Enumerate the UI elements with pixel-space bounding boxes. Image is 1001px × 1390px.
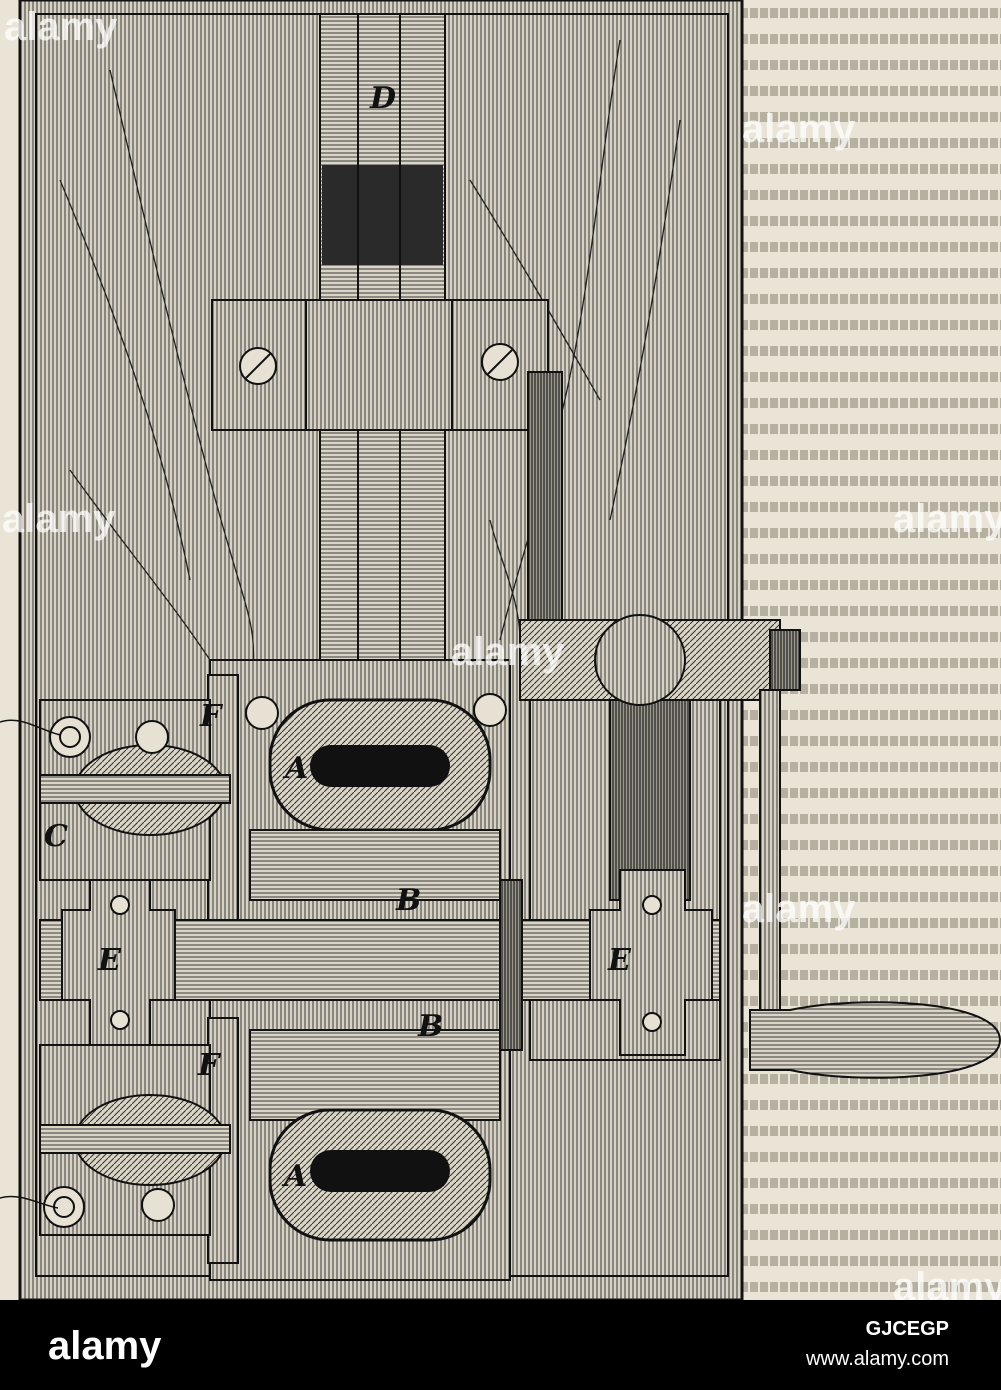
label-a-top: A bbox=[282, 751, 308, 786]
crank-pulley bbox=[594, 614, 686, 706]
watermark-text: alamy bbox=[893, 1265, 1001, 1300]
label-f-top: F bbox=[199, 699, 224, 734]
watermark-text: alamy bbox=[4, 5, 118, 49]
label-f-bottom: F bbox=[197, 1048, 222, 1083]
label-d: D bbox=[369, 81, 396, 116]
right-bracket bbox=[527, 371, 563, 653]
watermark-text: alamy bbox=[2, 497, 116, 541]
watermark-footer-bar: alamy GJCEGP www.alamy.com bbox=[0, 1300, 1001, 1390]
crank-handle bbox=[749, 1001, 1001, 1079]
terminal-screws bbox=[43, 693, 507, 1228]
alamy-logo: alamy bbox=[48, 1324, 162, 1368]
wood-grain bbox=[59, 39, 681, 701]
screw-head bbox=[239, 343, 519, 385]
bearing-plate-right bbox=[589, 869, 713, 1056]
engraving-figure: D A A B B E E F F C alamy alamy alamy al… bbox=[0, 0, 1001, 1300]
watermark-text: alamy bbox=[451, 630, 565, 674]
watermark-text: alamy bbox=[742, 107, 856, 151]
crank-arm bbox=[759, 689, 781, 1061]
watermark-text: alamy bbox=[742, 887, 856, 931]
label-b-bottom: B bbox=[417, 1009, 443, 1044]
image-id: GJCEGP bbox=[865, 1318, 949, 1340]
label-b-top: B bbox=[395, 883, 421, 918]
label-e-left: E bbox=[97, 943, 122, 978]
label-a-bottom: A bbox=[281, 1159, 307, 1194]
watermarks: alamy alamy alamy alamy alamy alamy alam… bbox=[2, 5, 1001, 1300]
label-e-right: E bbox=[607, 943, 632, 978]
wires bbox=[0, 719, 61, 1209]
footer-url: www.alamy.com bbox=[806, 1348, 949, 1370]
watermark-text: alamy bbox=[893, 497, 1001, 541]
label-c: C bbox=[44, 819, 68, 854]
